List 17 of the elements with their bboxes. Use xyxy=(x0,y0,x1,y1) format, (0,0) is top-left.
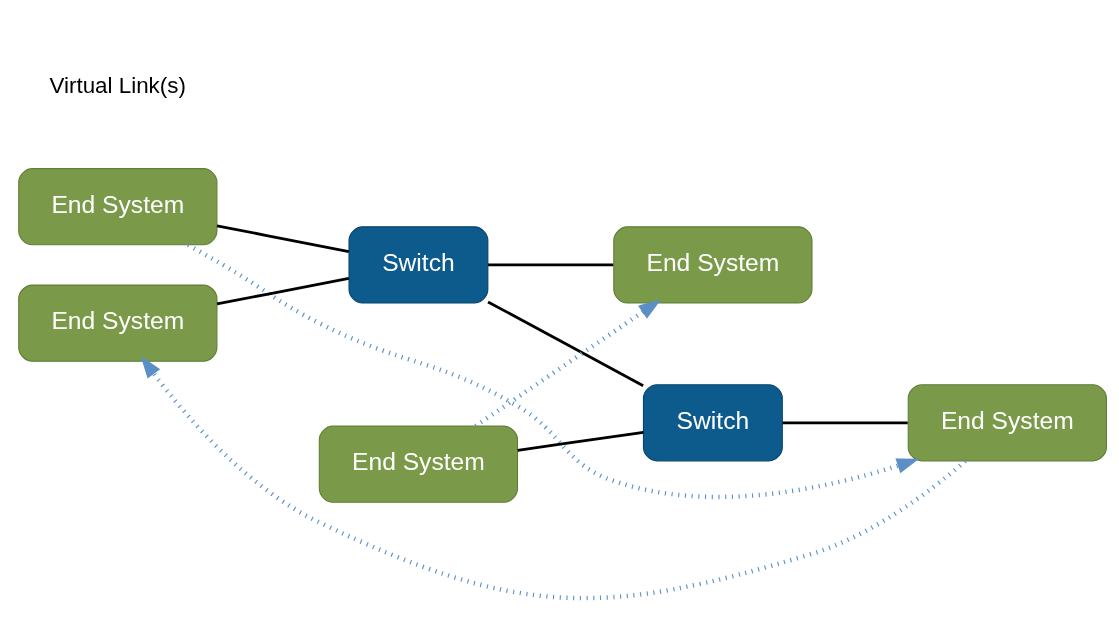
node-box: End System xyxy=(613,226,813,304)
legend-label: Virtual Link(s) xyxy=(49,72,186,98)
arrow xyxy=(140,355,967,601)
connector xyxy=(216,224,350,253)
arrow xyxy=(474,299,662,428)
node-box: End System xyxy=(18,284,218,362)
node-box: Switch xyxy=(642,384,783,462)
connector xyxy=(488,263,614,267)
node-box: End System xyxy=(18,168,218,246)
connector xyxy=(216,276,350,306)
arrow xyxy=(186,242,920,500)
connector xyxy=(782,421,908,425)
node-box: Switch xyxy=(348,226,489,304)
node-box: End System xyxy=(318,425,519,503)
connector xyxy=(487,300,644,387)
connector xyxy=(517,431,644,452)
node-box: End System xyxy=(907,384,1107,462)
